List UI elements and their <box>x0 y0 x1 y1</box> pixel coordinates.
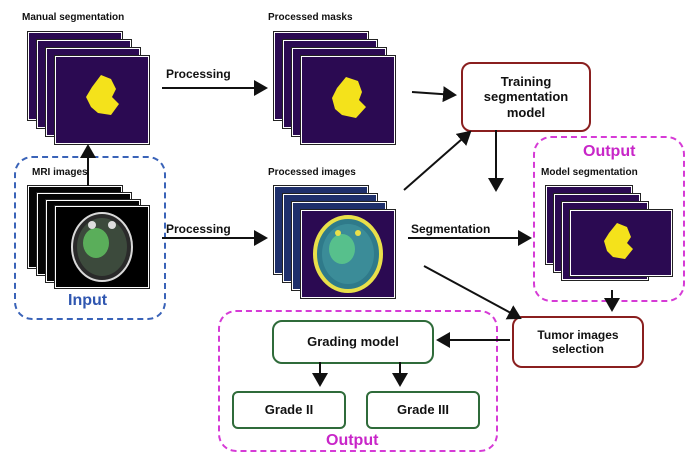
arrow-processed-to-tumor-selection <box>423 265 522 320</box>
manual-segmentation-label: Manual segmentation <box>22 12 125 23</box>
model-segmentation-stack <box>546 186 676 296</box>
processed-masks-label: Processed masks <box>268 12 353 23</box>
arrow-processed-to-training <box>403 130 472 191</box>
mri-images-stack <box>28 186 158 288</box>
manual-mask-image <box>55 56 149 144</box>
grade-3-box: Grade III <box>366 391 480 429</box>
arrow-masks-to-training <box>411 86 457 103</box>
training-segmentation-model-box: Training segmentation model <box>461 62 591 132</box>
output-group-title-top: Output <box>583 143 636 160</box>
processed-mask-image <box>301 56 395 144</box>
processed-images-stack <box>274 186 404 298</box>
processing-label-bottom: Processing <box>166 222 231 236</box>
output-group-title-bottom: Output <box>326 432 379 449</box>
model-mask-image <box>570 210 672 276</box>
mri-images-label: MRI images <box>32 167 88 178</box>
input-group-title: Input <box>68 292 108 309</box>
segmentation-label: Segmentation <box>411 222 491 236</box>
processed-images-label: Processed images <box>268 167 356 178</box>
grading-model-box: Grading model <box>272 320 434 364</box>
processed-scan-image <box>301 210 395 298</box>
tumor-images-selection-box: Tumor images selection <box>512 316 644 368</box>
output-group-frame-bottom <box>218 310 498 452</box>
mri-scan-image <box>55 206 149 288</box>
processed-masks-stack <box>274 32 404 144</box>
grade-2-box: Grade II <box>232 391 346 429</box>
manual-segmentation-stack <box>28 32 158 144</box>
model-segmentation-label: Model segmentation <box>541 167 638 178</box>
processing-label-top: Processing <box>166 67 231 81</box>
